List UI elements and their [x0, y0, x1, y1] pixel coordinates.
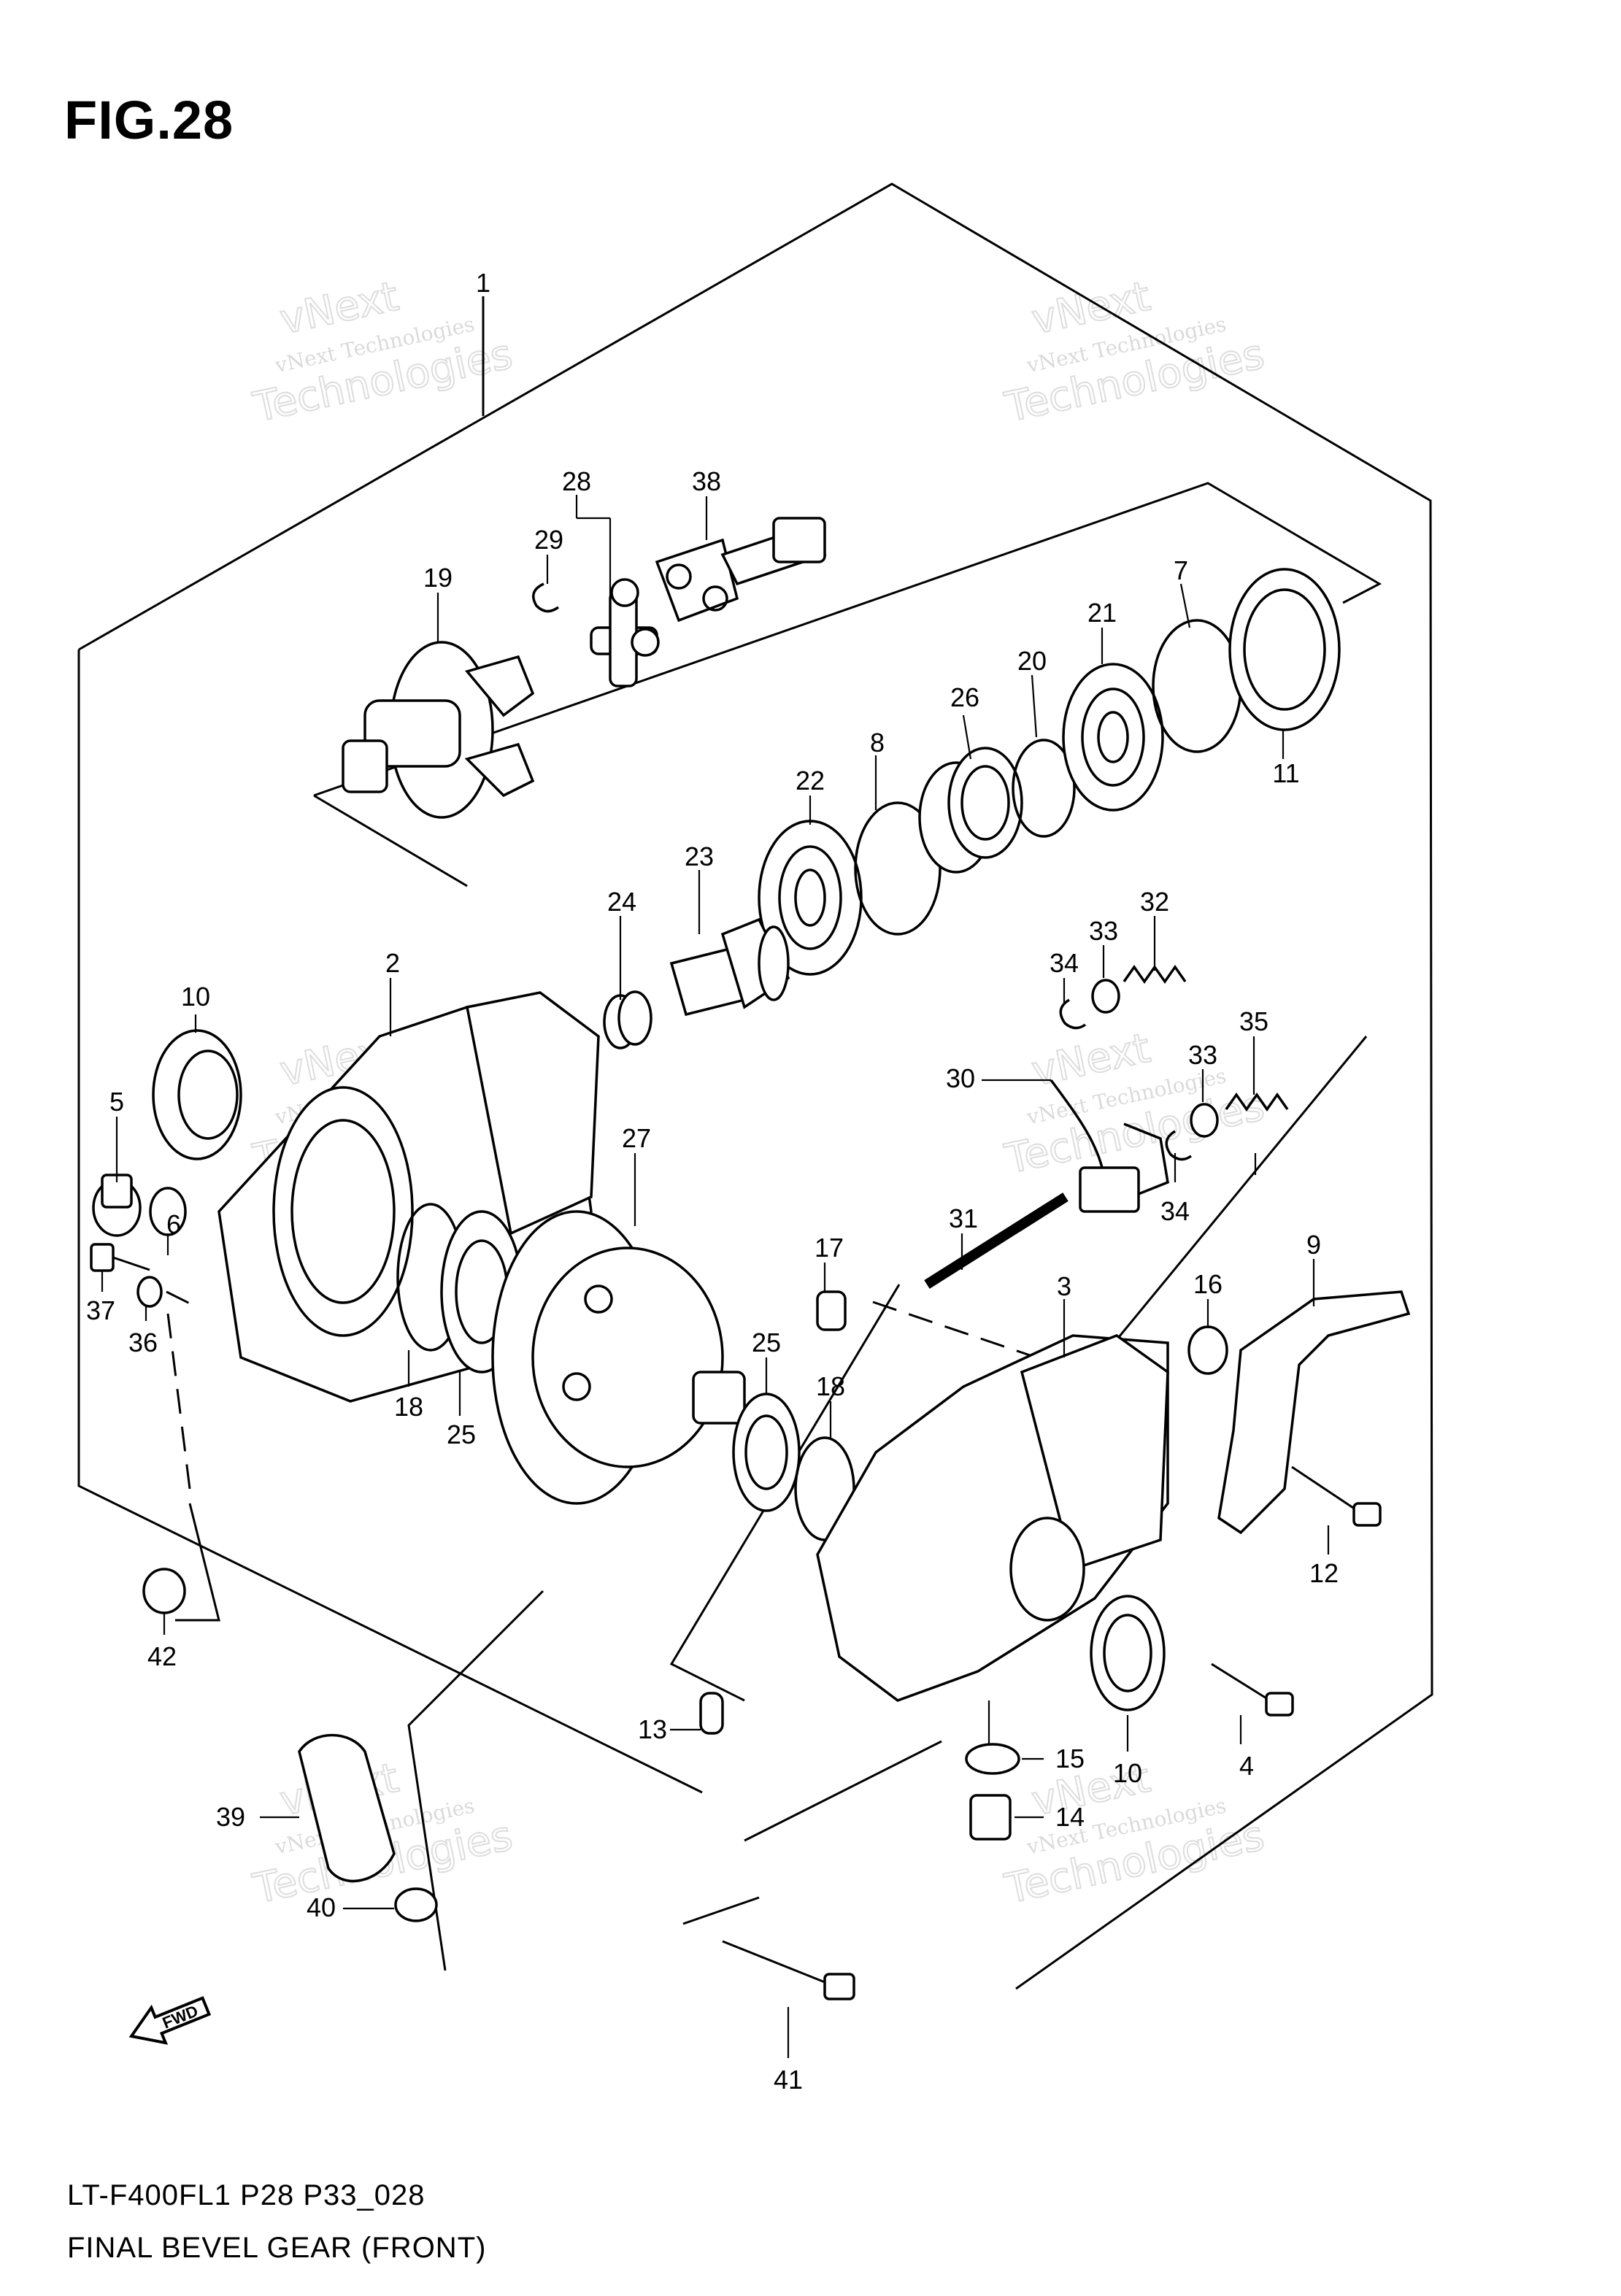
part-4-bolt [1211, 1663, 1294, 1717]
part-10-oil-seal-right [1090, 1595, 1166, 1711]
callout-34-upper: 34 [1050, 948, 1079, 978]
part-34-circlip-lower [1165, 1130, 1193, 1161]
part-12-bolt [1291, 1465, 1382, 1527]
callout-6: 6 [166, 1209, 181, 1239]
callout-40: 40 [307, 1892, 336, 1922]
callout-25-left: 25 [447, 1419, 476, 1449]
part-19-yoke-flange [342, 641, 535, 819]
callout-2: 2 [385, 948, 400, 978]
callout-28: 28 [562, 466, 591, 496]
part-37-bolt [90, 1243, 150, 1272]
callout-9: 9 [1306, 1230, 1321, 1260]
callout-38: 38 [692, 466, 721, 496]
callout-39: 39 [216, 1802, 245, 1832]
callout-24: 24 [607, 887, 636, 917]
callout-29: 29 [534, 525, 563, 555]
callout-17: 17 [815, 1233, 844, 1263]
part-24-needle-bearing [603, 990, 652, 1049]
part-20-snap-ring [1012, 739, 1076, 838]
watermark: vNext vNext Technologies Technologies [1000, 272, 1268, 433]
callout-11: 11 [1272, 758, 1299, 788]
part-21-bearing [1062, 663, 1164, 812]
callout-15: 15 [1055, 1744, 1085, 1773]
part-30-block [1079, 1166, 1140, 1213]
part-38-yoke-shaft [655, 517, 827, 623]
callout-4: 4 [1239, 1751, 1254, 1781]
part-10-oil-seal-left [152, 1029, 242, 1160]
callout-34-lower: 34 [1160, 1196, 1190, 1226]
part-23-pinion-gear [669, 917, 790, 1017]
callout-labels: 1 2 3 4 5 6 7 8 9 10 10 11 12 13 14 15 1… [86, 268, 1339, 2095]
callout-32: 32 [1140, 887, 1169, 917]
callout-23: 23 [685, 841, 714, 871]
callout-12: 12 [1309, 1558, 1339, 1588]
callout-30: 30 [946, 1063, 975, 1093]
fwd-direction-arrow: FWD [128, 1996, 212, 2045]
part-42-nut [142, 1568, 186, 1614]
callout-19: 19 [423, 563, 453, 593]
callout-3: 3 [1057, 1271, 1071, 1301]
part-15-washer [965, 1743, 1020, 1775]
watermark: vNext vNext Technologies Technologies [1000, 1024, 1268, 1184]
callout-27: 27 [622, 1123, 651, 1153]
callout-20: 20 [1017, 646, 1047, 676]
part-5-plug [92, 1174, 142, 1237]
part-40-clamp [394, 1887, 438, 1922]
figure-caption: FINAL BEVEL GEAR (FRONT) [67, 2232, 487, 2264]
watermark: vNext vNext Technologies Technologies [248, 272, 517, 433]
part-16-bearing [1187, 1325, 1228, 1375]
part-8-snap-ring [854, 801, 942, 936]
callout-5: 5 [109, 1087, 124, 1117]
part-17-dowel [816, 1290, 847, 1331]
callout-36: 36 [128, 1328, 158, 1357]
callout-13: 13 [638, 1714, 667, 1744]
callout-7: 7 [1174, 555, 1188, 585]
part-26-needle-bearing [918, 747, 1023, 874]
part-14-plug [969, 1794, 1012, 1841]
part-3-gear-case-cover [816, 1334, 1169, 1702]
callout-18-right: 18 [816, 1371, 845, 1401]
leader-lines [101, 495, 1330, 2058]
part-34-circlip-upper [1059, 998, 1087, 1030]
part-9-bracket [1217, 1290, 1411, 1535]
parts [90, 517, 1411, 2000]
callout-8: 8 [870, 728, 885, 758]
callout-33-upper: 33 [1089, 916, 1118, 946]
part-33-washer-lower [1190, 1103, 1219, 1138]
part-25-bearing-right [732, 1392, 801, 1512]
callout-42: 42 [147, 1641, 177, 1671]
callout-31: 31 [949, 1203, 978, 1233]
callout-16: 16 [1193, 1269, 1223, 1299]
callout-10-right: 10 [1113, 1758, 1142, 1788]
part-7-circlip [1152, 619, 1242, 753]
callout-41: 41 [774, 2065, 803, 2095]
callout-25-right: 25 [752, 1328, 781, 1357]
callout-18-left: 18 [394, 1392, 423, 1422]
callout-21: 21 [1087, 598, 1117, 628]
callout-14: 14 [1055, 1802, 1085, 1832]
callout-1: 1 [476, 268, 490, 298]
assembly-outline [77, 182, 1433, 1990]
model-code: LT-F400FL1 P28 P33_028 [67, 2179, 426, 2211]
callout-37: 37 [86, 1295, 115, 1325]
part-29-circlip [532, 582, 560, 613]
part-31-shaft [924, 1193, 1069, 1289]
callout-26: 26 [950, 682, 979, 712]
part-41-bolt [722, 1940, 855, 2000]
callout-33-lower: 33 [1188, 1040, 1217, 1070]
part-11-oil-seal [1228, 568, 1341, 731]
callout-22: 22 [796, 766, 825, 795]
part-36-washer [136, 1276, 163, 1308]
callout-35: 35 [1239, 1006, 1268, 1036]
part-33-washer-upper [1091, 979, 1120, 1014]
part-28-cross-joint [590, 578, 660, 687]
part-39-boot [298, 1733, 396, 1883]
figure-title: FIG.28 [64, 90, 234, 150]
callout-10-left: 10 [181, 982, 210, 1012]
part-27-differential [491, 1210, 746, 1505]
part-35-spring [1225, 1092, 1289, 1112]
fwd-arrow-shape [128, 1996, 212, 2045]
part-13-pin [699, 1692, 724, 1735]
